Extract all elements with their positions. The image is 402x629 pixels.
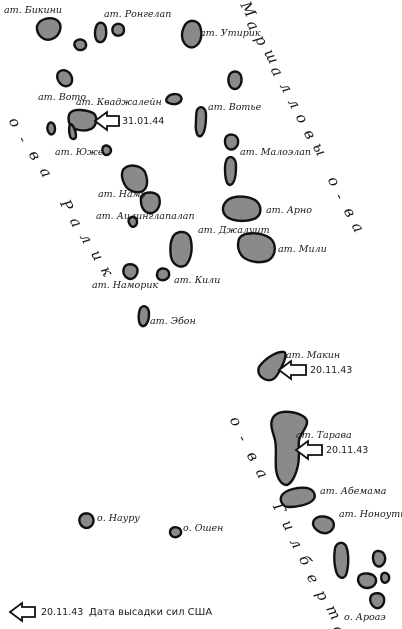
label-kili: ат. Кили: [174, 275, 221, 286]
label-ailinglaplap: ат. Аилинглапалап: [96, 211, 195, 222]
island-ocean: [168, 526, 183, 539]
atoll-arorae: [369, 592, 386, 610]
atoll-jaluit: [169, 230, 193, 268]
landing-date-kwajalein: 31.01.44: [122, 116, 165, 127]
atoll-rongelap: [93, 21, 108, 44]
atoll-ailinglaplap: [139, 191, 161, 215]
atoll-utirik: [180, 19, 203, 49]
atoll-wotje: [194, 106, 208, 138]
atoll-erikub: [223, 133, 240, 151]
atoll-tarawa: [270, 410, 309, 487]
atoll-rongelap-2: [111, 22, 126, 37]
legend-text: Дата высадки сил США: [89, 607, 213, 618]
atoll-bikar: [227, 70, 243, 91]
landing-arrow-tarawa: [294, 439, 323, 461]
label-mili: ат. Мили: [278, 244, 327, 255]
atoll-lae: [46, 121, 57, 136]
label-namu: ат. Наму: [98, 189, 147, 200]
label-maloelap: ат. Малоэлап: [240, 147, 312, 158]
atoll-maloelap: [223, 155, 238, 187]
label-ujae: ат. Юже: [55, 147, 104, 158]
atoll-likiep: [165, 92, 183, 106]
atoll-beru: [371, 549, 387, 568]
label-voto: ат. Вото: [38, 92, 87, 103]
atoll-nikunau: [380, 571, 391, 584]
atoll-mili: [236, 232, 276, 264]
landing-date-makin: 20.11.43: [310, 365, 353, 376]
atoll-ailinginae: [73, 38, 88, 52]
landing-date-tarawa: 20.11.43: [326, 445, 369, 456]
atoll-kili: [155, 267, 171, 282]
label-arorae: о. Ароаэ: [344, 612, 386, 623]
label-ocean: о. Ошен: [183, 523, 224, 534]
atoll-nonouti: [311, 515, 335, 535]
label-makin: ат. Макин: [286, 350, 341, 361]
atoll-jabwot: [127, 215, 139, 228]
atoll-kwajalein: [67, 108, 98, 132]
atoll-makin: [257, 350, 287, 382]
label-tarawa: ат. Тарава: [296, 430, 352, 441]
atoll-namorik: [122, 263, 139, 281]
landing-arrow-makin: [277, 359, 307, 381]
label-utirik: ат. Утирик: [200, 28, 261, 39]
label-abemama: ат. Абемама: [320, 486, 387, 497]
atoll-ujae: [68, 122, 78, 141]
atoll-ebon: [137, 305, 151, 328]
label-rongelap: ат. Ронгелап: [104, 9, 172, 20]
legend-arrow: [8, 601, 36, 623]
atoll-onotoa: [356, 572, 378, 590]
atoll-voto: [56, 69, 74, 88]
atoll-majuro: [221, 195, 262, 223]
label-ebon: ат. Эбон: [150, 316, 196, 327]
island-nauru: [78, 512, 95, 530]
label-jaluit: ат. Джалуит: [198, 225, 270, 236]
label-kwajalein: ат. Кваджалейн: [76, 97, 162, 108]
atoll-lib: [101, 144, 113, 157]
legend-date: 20.11.43: [41, 607, 84, 618]
label-nauru: о. Науру: [97, 513, 140, 524]
atoll-tabiteuea: [333, 541, 350, 579]
label-bikini: ат. Бикини: [4, 5, 62, 16]
label-nonouti: ат. Ноноути: [339, 509, 402, 520]
atoll-bikini: [35, 17, 62, 41]
label-namorik: ат. Наморик: [92, 280, 159, 291]
landing-arrow-kwajalein: [93, 110, 120, 132]
atoll-namu: [120, 164, 149, 194]
label-arno: ат. Арно: [266, 205, 312, 216]
label-wotje: ат. Вотье: [208, 102, 262, 113]
atoll-maiana: [279, 486, 316, 509]
